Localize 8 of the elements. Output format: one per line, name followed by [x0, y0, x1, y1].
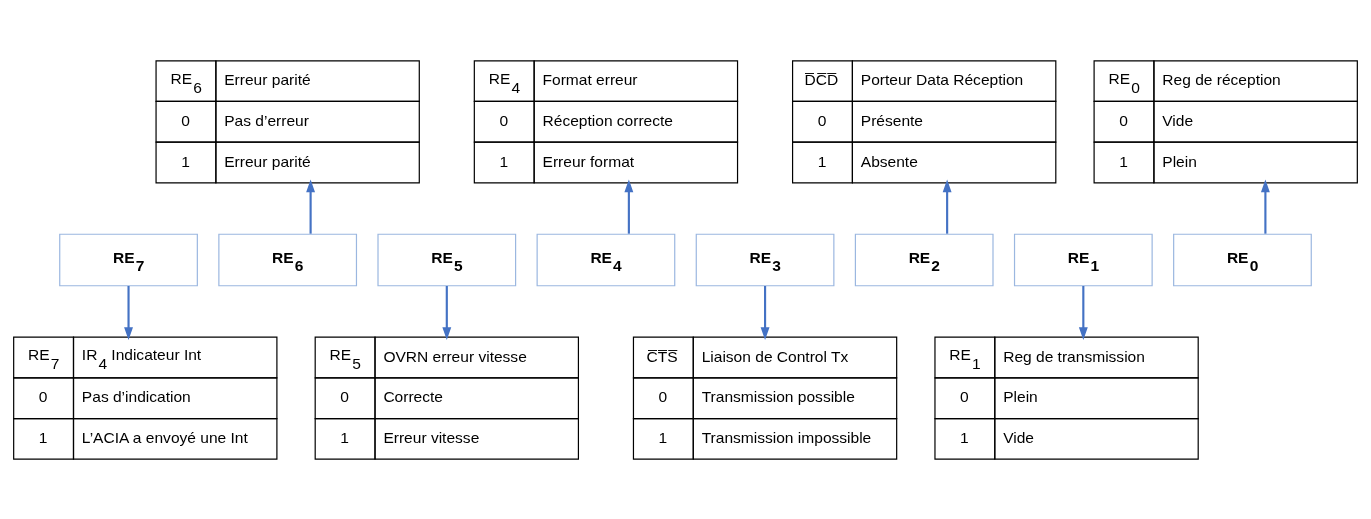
arrow — [1078, 285, 1088, 340]
arrow — [1260, 179, 1270, 234]
arrow — [760, 285, 770, 340]
arrow — [442, 285, 452, 340]
arrow — [624, 179, 634, 234]
arrow — [306, 179, 316, 234]
arrow — [124, 285, 133, 340]
arrow — [942, 179, 952, 234]
